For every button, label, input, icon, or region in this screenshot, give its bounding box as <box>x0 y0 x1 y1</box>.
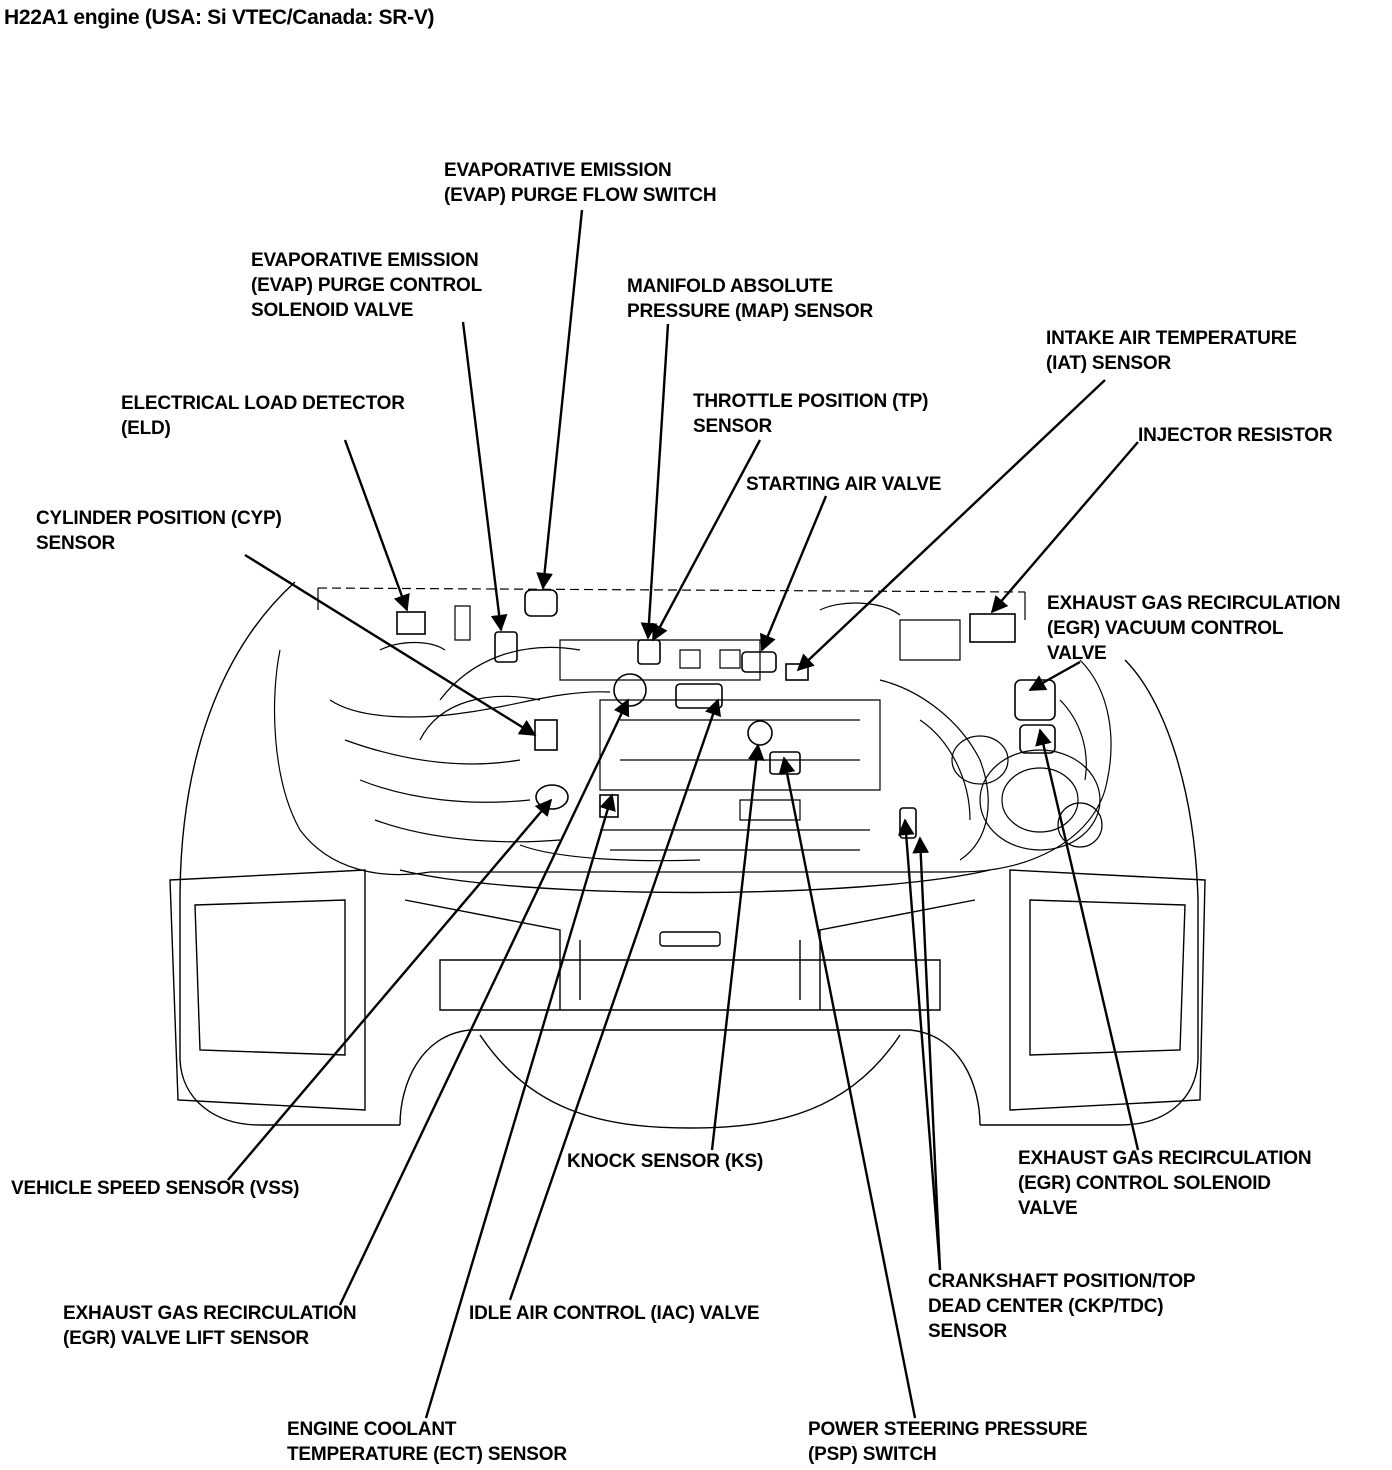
leader-tp <box>651 439 762 642</box>
egr-solenoid-component <box>1019 724 1056 754</box>
leader-iac <box>508 698 721 1301</box>
label-cyp-sensor: CYLINDER POSITION (CYP) SENSOR <box>36 508 282 554</box>
label-evap-purge-flow-switch: EVAPORATIVE EMISSION (EVAP) PURGE FLOW S… <box>444 160 717 206</box>
engine-block <box>273 587 1112 876</box>
label-iac-valve: IDLE AIR CONTROL (IAC) VALVE <box>469 1303 760 1324</box>
leader-eld <box>343 439 410 612</box>
evap-switch-component <box>524 589 558 617</box>
leader-ect <box>424 793 616 1419</box>
car-body-outline <box>169 581 1206 1129</box>
label-psp-switch: POWER STEERING PRESSURE (PSP) SWITCH <box>808 1419 1088 1465</box>
label-evap-purge-control-solenoid: EVAPORATIVE EMISSION (EVAP) PURGE CONTRO… <box>251 250 483 321</box>
label-ckp-tdc-sensor: CRANKSHAFT POSITION/TOP DEAD CENTER (CKP… <box>928 1271 1196 1342</box>
vss-component <box>535 784 569 810</box>
label-eld: ELECTRICAL LOAD DETECTOR (ELD) <box>121 393 405 439</box>
leader-egr-vacuum <box>1028 660 1081 692</box>
map-sensor-component <box>637 639 661 665</box>
leader-starting-air <box>760 495 828 652</box>
leader-ckp-2 <box>912 836 942 1271</box>
leader-egr-solenoid <box>1035 728 1140 1151</box>
leader-ckp-1 <box>897 818 942 1271</box>
label-starting-air-valve: STARTING AIR VALVE <box>746 474 942 495</box>
starting-air-valve-component <box>741 651 777 673</box>
injector-resistor-component <box>969 613 1016 643</box>
label-iat-sensor: INTAKE AIR TEMPERATURE (IAT) SENSOR <box>1046 328 1297 374</box>
label-egr-vacuum-control-valve: EXHAUST GAS RECIRCULATION (EGR) VACUUM C… <box>1047 593 1341 664</box>
egr-lift-component <box>613 673 647 707</box>
components <box>396 589 1056 839</box>
cyp-component <box>534 719 558 751</box>
iat-component <box>785 663 809 681</box>
evap-solenoid-component <box>494 631 518 663</box>
leader-evap-switch <box>536 209 584 590</box>
label-map-sensor: MANIFOLD ABSOLUTE PRESSURE (MAP) SENSOR <box>627 276 874 322</box>
leader-vss <box>227 798 553 1181</box>
knock-sensor-component <box>747 720 773 746</box>
label-knock-sensor: KNOCK SENSOR (KS) <box>567 1151 764 1172</box>
diagram-title: H22A1 engine (USA: Si VTEC/Canada: SR-V) <box>4 6 435 29</box>
label-egr-control-solenoid: EXHAUST GAS RECIRCULATION (EGR) CONTROL … <box>1018 1148 1312 1219</box>
label-ect-sensor: ENGINE COOLANT TEMPERATURE (ECT) SENSOR <box>287 1419 567 1465</box>
label-vss: VEHICLE SPEED SENSOR (VSS) <box>11 1178 300 1199</box>
leader-iat <box>796 379 1106 672</box>
leader-map <box>640 323 670 640</box>
leader-injector <box>990 441 1139 614</box>
leader-knock <box>710 743 765 1151</box>
leader-evap-solenoid <box>461 321 508 632</box>
leader-lines <box>227 209 1140 1419</box>
leader-psp <box>778 756 917 1419</box>
ckp-component <box>899 807 917 839</box>
iac-component <box>675 683 723 709</box>
label-egr-valve-lift-sensor: EXHAUST GAS RECIRCULATION (EGR) VALVE LI… <box>63 1303 357 1349</box>
leader-egr-lift <box>338 698 630 1306</box>
eld-component <box>396 611 426 635</box>
label-tp-sensor: THROTTLE POSITION (TP) SENSOR <box>693 391 929 437</box>
label-injector-resistor: INJECTOR RESISTOR <box>1138 425 1333 446</box>
leader-cyp <box>244 553 537 737</box>
